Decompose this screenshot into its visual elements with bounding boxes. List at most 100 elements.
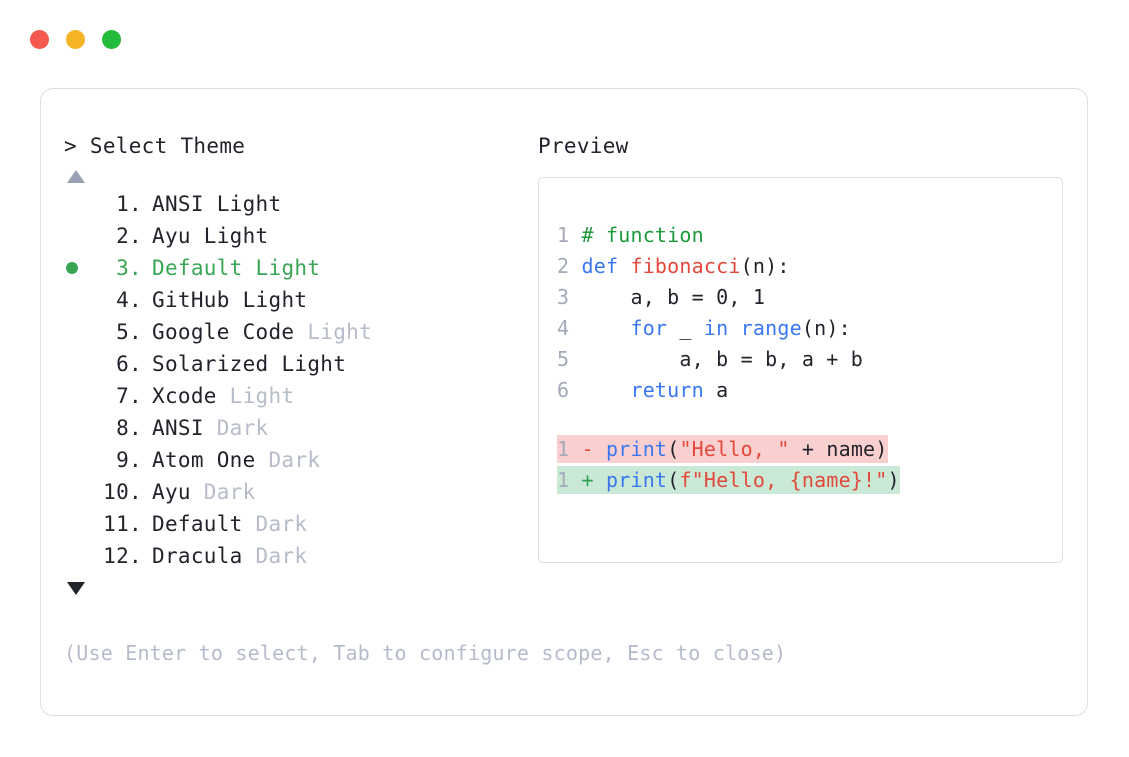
theme-item-number: 6.	[116, 352, 142, 376]
theme-list-item[interactable]: 7. Xcode Light	[64, 380, 534, 412]
theme-item-name: Atom One	[152, 448, 256, 472]
code-token: a, b = b, a + b	[581, 347, 864, 371]
code-line: 4 for _ in range(n):	[557, 313, 1062, 344]
code-token: return	[630, 378, 704, 402]
code-token: (n):	[801, 316, 851, 340]
theme-item-name: Solarized	[152, 352, 269, 376]
theme-item-name: ANSI	[152, 192, 204, 216]
code-token: f"Hello, {name}!"	[679, 468, 888, 492]
code-token: (	[667, 437, 680, 461]
theme-list-item[interactable]: 11. Default Dark	[64, 508, 534, 540]
theme-item-name: Xcode	[152, 384, 217, 408]
theme-item-variant: Light	[190, 224, 269, 248]
code-diff-line: 1 + print(f"Hello, {name}!")	[557, 465, 1062, 496]
theme-item-variant: Light	[294, 320, 373, 344]
window-titlebar	[30, 30, 121, 49]
theme-item-number: 3.	[116, 256, 142, 280]
code-token	[581, 378, 630, 402]
code-token: in	[703, 316, 741, 340]
code-token: "Hello, "	[679, 437, 790, 461]
code-line-number: 3	[557, 285, 582, 309]
theme-item-variant: Light	[203, 192, 282, 216]
theme-list-item[interactable]: 8. ANSI Dark	[64, 412, 534, 444]
code-line: 2 def fibonacci(n):	[557, 251, 1062, 282]
preview-label: Preview	[538, 134, 629, 158]
theme-item-variant: Dark	[242, 544, 308, 568]
code-line: 1 # function	[557, 220, 1062, 251]
theme-item-number: 5.	[116, 320, 142, 344]
code-line-number: 1	[557, 223, 582, 247]
code-token: (n):	[740, 254, 790, 278]
theme-list-item[interactable]: 3. Default Light	[64, 252, 534, 284]
code-diff-spacer	[557, 406, 1062, 434]
theme-item-number: 8.	[116, 416, 142, 440]
code-line-number: 4	[557, 316, 582, 340]
theme-item-name: Google Code	[152, 320, 295, 344]
theme-item-variant: Light	[242, 256, 321, 280]
code-line-number: 5	[557, 347, 582, 371]
window-close-button[interactable]	[30, 30, 49, 49]
diff-highlight: 1 + print(f"Hello, {name}!")	[557, 466, 900, 494]
theme-item-name: Dracula	[152, 544, 243, 568]
theme-item-name: Default	[152, 512, 243, 536]
theme-item-number: 1.	[116, 192, 142, 216]
theme-item-variant: Dark	[242, 512, 308, 536]
theme-item-number: 12.	[103, 544, 142, 568]
code-token: print	[605, 437, 668, 461]
theme-item-number: 4.	[116, 288, 142, 312]
code-token: a, b = 0, 1	[581, 285, 766, 309]
scroll-down-arrow-icon[interactable]	[67, 582, 85, 595]
theme-list-item[interactable]: 12. Dracula Dark	[64, 540, 534, 572]
diff-sign: -	[581, 437, 606, 461]
code-token: a	[703, 378, 729, 402]
theme-item-number: 10.	[103, 480, 142, 504]
code-line-number: 2	[557, 254, 582, 278]
theme-item-name: Ayu	[152, 224, 191, 248]
code-token: _	[667, 316, 704, 340]
theme-list-item[interactable]: 1. ANSI Light	[64, 188, 534, 220]
code-line-number: 6	[557, 378, 582, 402]
theme-item-number: 11.	[103, 512, 142, 536]
theme-item-number: 9.	[116, 448, 142, 472]
window-minimize-button[interactable]	[66, 30, 85, 49]
code-diff-block: 1 - print("Hello, " + name)1 + print(f"H…	[557, 434, 1062, 496]
theme-item-variant: Light	[216, 384, 295, 408]
code-token: range	[740, 316, 802, 340]
selected-bullet-icon	[66, 262, 78, 274]
theme-item-variant: Light	[229, 288, 308, 312]
code-line: 6 return a	[557, 375, 1062, 406]
theme-item-name: GitHub	[152, 288, 230, 312]
theme-item-variant: Dark	[255, 448, 321, 472]
theme-item-number: 7.	[116, 384, 142, 408]
theme-list-item[interactable]: 2. Ayu Light	[64, 220, 534, 252]
theme-list-item[interactable]: 10.Ayu Dark	[64, 476, 534, 508]
code-line: 5 a, b = b, a + b	[557, 344, 1062, 375]
theme-item-variant: Light	[268, 352, 347, 376]
code-token: fibonacci	[630, 254, 741, 278]
theme-list-item[interactable]: 6. Solarized Light	[64, 348, 534, 380]
theme-list-item[interactable]: 9. Atom One Dark	[64, 444, 534, 476]
code-token: (	[667, 468, 680, 492]
theme-list-item[interactable]: 5. Google Code Light	[64, 316, 534, 348]
diff-sign: +	[581, 468, 606, 492]
theme-item-variant: Dark	[190, 480, 256, 504]
theme-item-variant: Dark	[203, 416, 269, 440]
code-token: for	[630, 316, 668, 340]
theme-item-number: 2.	[116, 224, 142, 248]
scroll-up-arrow-icon[interactable]	[67, 170, 85, 183]
diff-highlight: 1 - print("Hello, " + name)	[557, 435, 888, 463]
window-zoom-button[interactable]	[102, 30, 121, 49]
selection-bullet-slot	[64, 262, 94, 274]
code-token	[581, 316, 630, 340]
theme-item-name: Default	[152, 256, 243, 280]
theme-item-name: ANSI	[152, 416, 204, 440]
code-line-number: 1	[557, 468, 582, 492]
code-diff-line: 1 - print("Hello, " + name)	[557, 434, 1062, 465]
prompt-title: > Select Theme	[64, 134, 246, 158]
code-token: )	[887, 468, 900, 492]
theme-list-item[interactable]: 4. GitHub Light	[64, 284, 534, 316]
